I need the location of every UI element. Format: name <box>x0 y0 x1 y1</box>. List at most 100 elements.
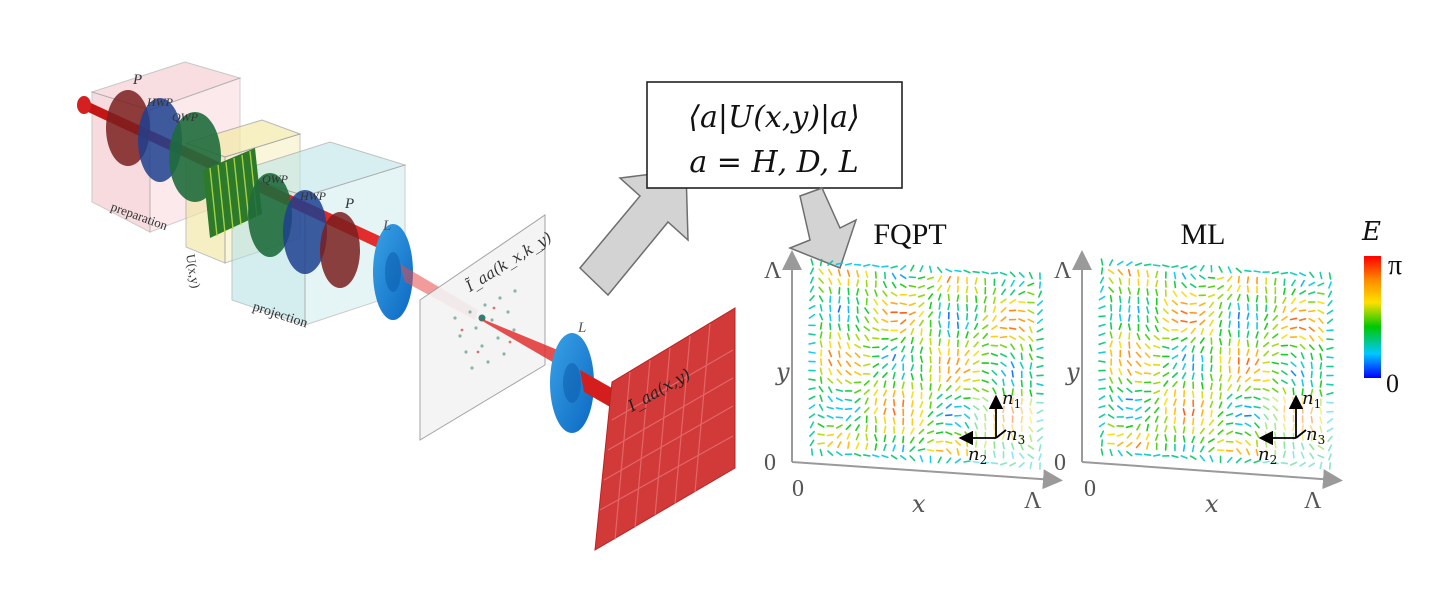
field-arrow <box>872 264 880 268</box>
field-arrow <box>919 455 924 463</box>
field-arrow <box>1109 294 1113 303</box>
field-arrow <box>1162 308 1169 315</box>
field-arrow <box>1244 376 1251 383</box>
field-arrow <box>819 367 823 375</box>
field-arrow <box>1153 390 1161 395</box>
field-arrow <box>972 387 980 393</box>
field-arrow <box>1310 352 1314 361</box>
field-arrow <box>827 450 834 456</box>
field-arrow <box>835 407 844 410</box>
field-arrow <box>1171 265 1179 268</box>
arrow-to-panels <box>787 187 858 269</box>
field-arrow <box>1326 427 1334 433</box>
field-arrow <box>855 324 860 332</box>
field-arrow <box>1027 453 1035 459</box>
field-arrow <box>1246 321 1250 330</box>
field-arrow <box>1010 343 1016 351</box>
field-arrow <box>1146 306 1150 314</box>
y-axis-label: y <box>775 358 790 386</box>
field-arrow <box>819 340 823 348</box>
field-arrow <box>1292 450 1295 459</box>
qwp-back <box>248 173 292 257</box>
field-arrow <box>1107 423 1115 428</box>
field-arrow <box>818 385 824 393</box>
field-arrow <box>1210 382 1213 391</box>
field-arrow <box>1146 279 1149 287</box>
field-arrow <box>819 358 823 366</box>
field-arrow <box>1027 444 1035 450</box>
field-arrow <box>1128 314 1131 322</box>
field-arrow <box>1036 392 1044 395</box>
field-arrow <box>1180 455 1188 459</box>
field-arrow <box>1136 332 1141 341</box>
field-arrow <box>990 362 999 366</box>
field-arrow <box>1244 422 1252 428</box>
field-arrow <box>1300 279 1305 287</box>
field-arrow <box>1217 293 1224 300</box>
field-arrow <box>1098 395 1106 401</box>
field-arrow <box>828 313 832 322</box>
field-arrow <box>873 298 879 306</box>
field-arrow <box>1326 346 1334 351</box>
field-arrow <box>910 372 914 381</box>
field-arrow <box>938 302 941 310</box>
field-arrow <box>1002 441 1005 450</box>
field-arrow <box>1119 304 1122 313</box>
field-arrow <box>1225 422 1234 425</box>
field-arrow <box>1000 307 1007 313</box>
field-arrow <box>1117 387 1124 393</box>
field-arrow <box>862 263 871 267</box>
field-arrow <box>1098 360 1106 363</box>
field-arrow <box>1228 320 1231 328</box>
field-arrow <box>1272 387 1279 393</box>
field-arrow <box>881 345 889 351</box>
field-arrow <box>838 296 841 304</box>
field-arrow <box>1289 317 1298 321</box>
label-lens-2: L <box>577 320 586 336</box>
field-arrow <box>954 431 962 436</box>
field-arrow <box>901 381 905 389</box>
field-arrow <box>1254 358 1260 366</box>
field-arrow <box>1271 361 1279 365</box>
field-arrow <box>1236 375 1241 383</box>
field-arrow <box>981 370 989 375</box>
field-arrow <box>1237 366 1240 374</box>
field-arrow <box>1018 326 1025 333</box>
field-arrow <box>928 392 933 400</box>
field-arrow <box>1317 444 1325 450</box>
field-arrow <box>919 337 924 345</box>
field-arrow <box>1328 462 1332 470</box>
field-arrow <box>1098 315 1106 318</box>
field-arrow <box>1017 300 1026 304</box>
field-arrow <box>808 387 816 391</box>
field-arrow <box>908 311 916 316</box>
field-arrow <box>1036 327 1044 333</box>
field-arrow <box>1182 362 1186 371</box>
field-arrow <box>999 353 1008 358</box>
field-arrow <box>1218 265 1223 273</box>
field-arrow <box>828 277 833 285</box>
field-arrow <box>1209 373 1213 382</box>
field-arrow <box>873 380 879 387</box>
field-arrow <box>874 415 878 424</box>
panel-ml: ML y x 0 Λ 0 Λ n1 n3 n2 <box>1054 218 1343 518</box>
field-arrow <box>999 335 1008 339</box>
field-arrow <box>1255 349 1259 357</box>
field-arrow <box>1128 350 1131 358</box>
field-arrow <box>865 270 869 279</box>
field-arrow <box>963 397 971 400</box>
field-arrow <box>1255 312 1259 321</box>
field-arrow <box>981 388 989 393</box>
field-arrow <box>1181 372 1187 380</box>
field-arrow <box>1246 330 1250 339</box>
field-arrow <box>1281 379 1288 385</box>
field-arrow <box>1310 370 1313 379</box>
field-arrow <box>1216 276 1225 280</box>
field-arrow <box>1226 456 1233 463</box>
field-arrow <box>1162 264 1170 268</box>
label-polarizer-front: P <box>132 72 142 88</box>
field-arrow <box>1328 453 1332 461</box>
field-arrow <box>863 389 870 395</box>
field-arrow <box>1189 283 1197 289</box>
field-arrow <box>901 372 906 380</box>
